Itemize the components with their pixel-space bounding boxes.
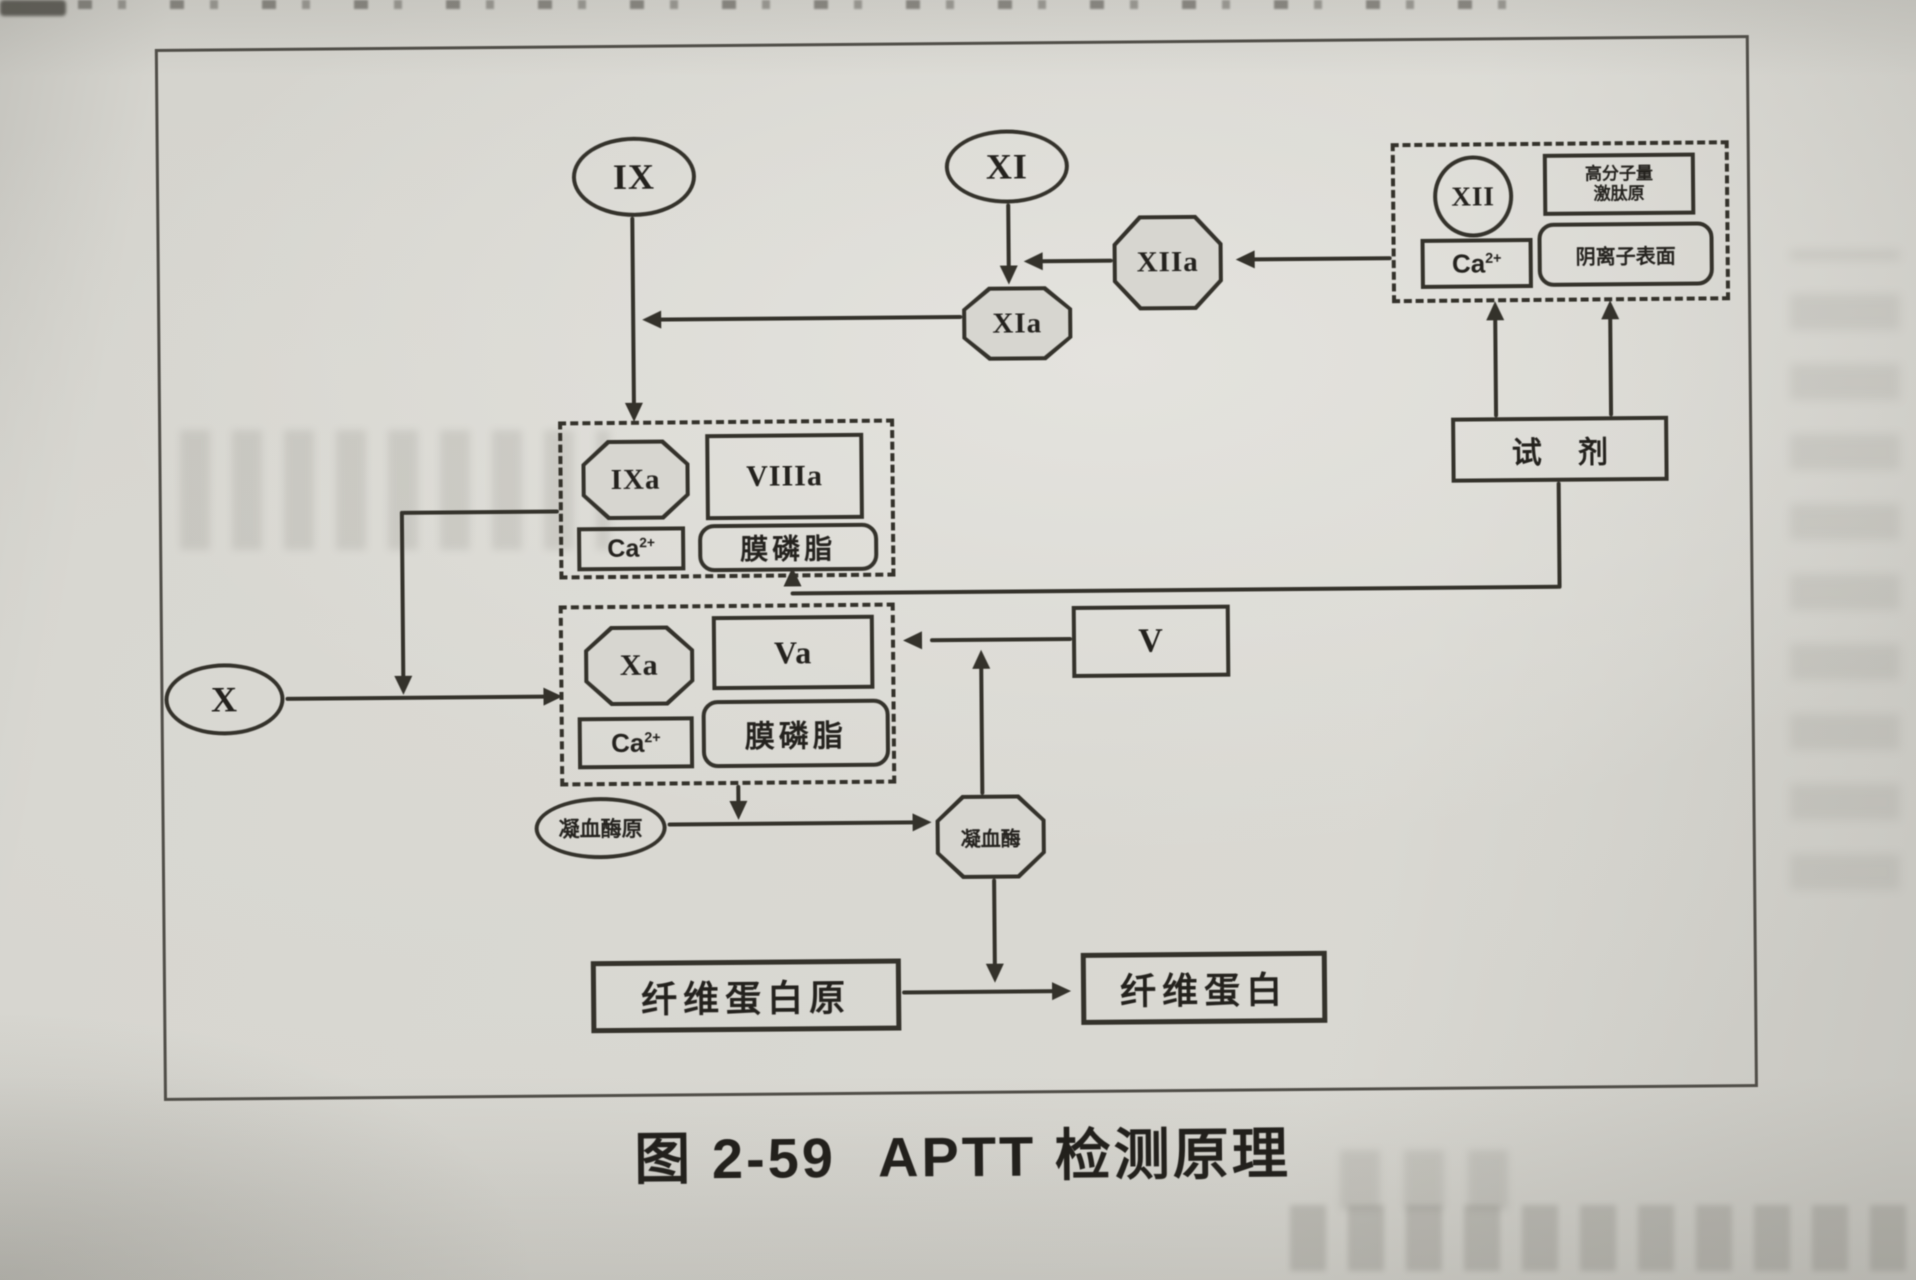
arrow-xiia-to-xi-head [1023,252,1043,271]
factor-ixa-node: IXa [581,439,690,520]
figure-caption-title: APTT 检测原理 [877,1122,1291,1189]
factor-ix-label: IX [612,156,656,197]
factor-xii-label: XII [1451,180,1496,212]
factor-xii-node: XII [1432,155,1514,238]
hmw-kininogen-box: 高分子量 激肽原 [1542,152,1696,216]
prothrombin-label: 凝血酶原 [558,817,643,842]
factor-xa-node: Xa [584,625,695,706]
calcium-box-prothrombinase: Ca2+ [577,716,695,770]
calcium-label: Ca2+ [610,727,661,758]
factor-xiia-label: XIIa [1136,245,1199,279]
calcium-label: Ca2+ [607,534,656,563]
fibrinogen-box: 纤维蛋白原 [590,958,902,1034]
factor-xi-label: XI [985,146,1029,187]
factor-va-box: Va [711,614,875,691]
factor-ixa-label: IXa [610,463,661,496]
fibrin-label: 纤维蛋白 [1119,969,1289,1012]
arrow-reagent-to-contact-line-1 [1493,317,1499,418]
factor-v-label: V [1138,622,1164,660]
phospholipid-label: 膜磷脂 [740,533,837,565]
arrow-contact-to-xiia-head [1235,250,1255,269]
arrow-xi-to-xia-line [1006,203,1011,270]
fibrinogen-label: 纤维蛋白原 [640,976,852,1020]
arrow-thrombin-down-line [992,878,997,967]
arrow-xa-complex-down-head [729,800,748,821]
arrow-reagent-to-contact-line-2 [1608,316,1614,417]
arrow-reagent-to-contact-head-2 [1601,300,1620,320]
phospholipid-box-tenase: 膜磷脂 [697,522,879,573]
arrow-thrombin-down-head [985,963,1004,983]
phospholipid-label: 膜磷脂 [744,719,847,754]
anionic-surface-box: 阴离子表面 [1537,221,1714,287]
factor-xa-label: Xa [619,648,659,682]
arrow-xi-to-xia-head [999,265,1018,285]
figure-caption-number: 图 2-59 [634,1126,837,1191]
factor-x-label: X [210,679,239,720]
calcium-box-tenase: Ca2+ [577,526,686,572]
arrow-xiia-to-xi-line [1038,258,1113,264]
reagent-label: 试 剂 [1511,435,1623,470]
factor-xiia-node: XIIa [1112,215,1223,311]
phospholipid-box-prothrombinase: 膜磷脂 [701,698,891,769]
arrow-thrombin-to-v-head [972,649,991,669]
arrow-ix-to-tenase-head [624,402,644,422]
arrow-prothrombin-to-thrombin-head [912,813,932,832]
arrow-reagent-to-contact-head-1 [1486,301,1505,321]
calcium-label: Ca2+ [1451,247,1502,279]
factor-v-box: V [1071,604,1231,679]
factor-xia-node: XIa [962,286,1073,361]
anionic-surface-label: 阴离子表面 [1575,245,1676,269]
thrombin-node: 凝血酶 [935,794,1046,879]
factor-xia-label: XIa [992,306,1043,340]
arrow-v-to-xa-head [902,631,923,650]
arrow-fibrinogen-to-fibrin-head [1051,982,1072,1001]
factor-viiia-box: VIIIa [705,432,864,521]
arrow-xia-to-ix-head [642,310,662,329]
hmw-kininogen-line1: 高分子量 [1584,164,1654,184]
factor-viiia-label: VIIIa [746,459,824,493]
reagent-box: 试 剂 [1451,415,1669,483]
calcium-box-contact: Ca2+ [1420,237,1533,289]
factor-va-label: Va [773,633,813,671]
figure-caption: 图 2-59 APTT 检测原理 [287,1106,1638,1199]
thrombin-label: 凝血酶 [960,827,1021,851]
fibrin-box: 纤维蛋白 [1080,950,1328,1025]
arrow-tenase-to-x-head [394,675,413,695]
hmw-kininogen-line2: 激肽原 [1593,183,1645,204]
